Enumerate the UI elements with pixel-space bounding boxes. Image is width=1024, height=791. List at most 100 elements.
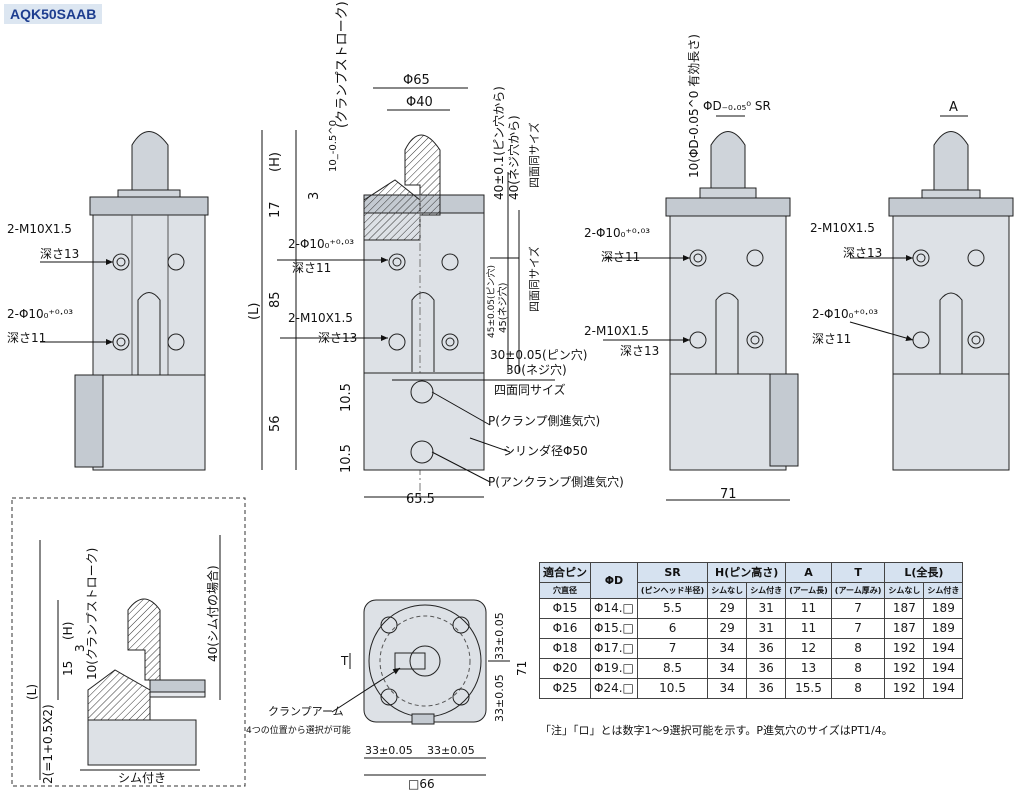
four-side-label-c: 四面同サイズ [494, 382, 566, 397]
h-label: (H) [268, 152, 283, 172]
shim-caption: シム付き [118, 771, 166, 785]
table-cell: Φ17.□ [590, 638, 638, 659]
table-cell: 10.5 [636, 678, 709, 699]
table-cell: 34 [707, 638, 748, 659]
square66-label: □66 [408, 777, 435, 791]
h-tolerance-label: 10_-0.5^0 [328, 120, 339, 172]
th-sub-t: (アーム厚み) [830, 582, 886, 599]
table-cell: Φ19.□ [590, 658, 638, 679]
dim-33-b: 33±0.05 [493, 674, 506, 722]
shim-l-label: (L) [25, 684, 39, 700]
m10-label-left: 2-M10X1.5 [7, 222, 72, 236]
p-clamp-label: P(クランプ側進気穴) [488, 413, 600, 428]
table-cell: Φ20 [539, 658, 591, 679]
four-side-label-a: 四面同サイズ [527, 122, 541, 188]
depth13-label-far: 深さ13 [843, 246, 882, 260]
table-cell: 192 [884, 678, 925, 699]
side-view-left [40, 131, 209, 471]
model-label: AQK50SAAB [4, 4, 103, 24]
table-cell: 36 [746, 638, 787, 659]
table-cell: 192 [884, 658, 925, 679]
th-sub-sr: (ピンヘッド半径) [636, 582, 709, 599]
th-phid: ΦD [590, 562, 638, 599]
ten5-label-a: 10.5 [339, 383, 354, 412]
table-cell: Φ25 [539, 678, 591, 699]
table-cell: 31 [746, 598, 787, 619]
th-sub-hole: 穴直径 [539, 582, 591, 599]
pin45-label: 45±0.05(ピン穴) [485, 265, 497, 338]
table-cell: 189 [923, 598, 964, 619]
table-cell: Φ15 [539, 598, 591, 619]
l-label: (L) [247, 303, 262, 320]
table-cell: 34 [707, 678, 748, 699]
shim-formula-label: 2(=1+0.5X2) [41, 704, 55, 784]
table-cell: 189 [923, 618, 964, 639]
table-cell: 187 [884, 598, 925, 619]
depth13-label-left: 深さ13 [40, 247, 79, 261]
m10-label-far: 2-M10X1.5 [810, 221, 875, 235]
side-view-right [603, 115, 799, 501]
shim-three-label: 3 [73, 644, 87, 652]
th-sub-h-shim: シム付き [746, 582, 787, 599]
table-cell: 31 [746, 618, 787, 639]
table-cell: 8 [830, 638, 886, 659]
th-a: A [785, 562, 832, 583]
th-t: T [830, 562, 886, 583]
w71-label: 71 [720, 487, 737, 502]
depth11-label-mid: 深さ11 [292, 261, 331, 275]
th-sub-h-noshim: シムなし [707, 582, 748, 599]
phi10-label-mid: 2-Φ10₀⁺⁰·⁰³ [288, 237, 354, 251]
table-cell: 6 [636, 618, 709, 639]
spec-table: 適合ピン ΦD SR H(ピン高さ) A T L(全長) 穴直径 (ピンヘッド半… [539, 562, 964, 699]
table-cell: 7 [830, 598, 886, 619]
table-cell: 7 [636, 638, 709, 659]
four-side-label-b: 四面同サイズ [527, 246, 541, 312]
table-cell: 8 [830, 658, 886, 679]
top-view [331, 599, 510, 776]
table-cell: 29 [707, 618, 748, 639]
th-h: H(ピン高さ) [707, 562, 787, 583]
fiftysix-label: 56 [268, 415, 283, 432]
side-view-far-right [849, 115, 1014, 471]
phi65-label: Φ65 [403, 73, 430, 88]
table-cell: 11 [785, 598, 832, 619]
a-dimension-label: A [949, 100, 958, 115]
shim-40-label: 40(シム付の場合) [205, 565, 220, 662]
screw30-label: 30(ネジ穴) [506, 362, 567, 377]
depth13-label-mid: 深さ13 [318, 331, 357, 345]
screw40-label: 40(ネジ穴から) [506, 115, 521, 200]
stroke-label: (クランプストローク) [335, 1, 350, 128]
th-l: L(全長) [884, 562, 964, 583]
depth11-label-far: 深さ11 [812, 332, 851, 346]
th-sub-l-noshim: シムなし [884, 582, 925, 599]
front-section-view [261, 87, 555, 500]
w655-label: 65.5 [406, 492, 435, 507]
table-cell: 194 [923, 658, 964, 679]
pin30-label: 30±0.05(ピン穴) [490, 347, 587, 362]
shim-h-label: (H) [61, 622, 75, 640]
effective-length-label: 10(ΦD-0.05^0 有効長さ) [686, 34, 701, 178]
ten5-label-b: 10.5 [339, 444, 354, 473]
m10-label-right: 2-M10X1.5 [584, 324, 649, 338]
dim-71-top: 71 [515, 661, 529, 676]
th-sub-a: (アーム長) [785, 582, 832, 599]
table-cell: 5.5 [636, 598, 709, 619]
table-cell: 29 [707, 598, 748, 619]
table-cell: Φ24.□ [590, 678, 638, 699]
phi40-label: Φ40 [406, 95, 433, 110]
m10-label-mid: 2-M10X1.5 [288, 311, 353, 325]
table-cell: 194 [923, 678, 964, 699]
shim-fifteen-label: 15 [61, 661, 75, 676]
phi10-label-right: 2-Φ10₀⁺⁰·⁰³ [584, 226, 650, 240]
table-cell: 12 [785, 638, 832, 659]
th-sr: SR [636, 562, 709, 583]
three-label: 3 [307, 192, 322, 200]
footnote: 「注」「ロ」とは数字1～9選択可能を示す。P進気穴のサイズはPT1/4。 [540, 724, 893, 737]
shim-detail-view [11, 497, 246, 787]
table-cell: 192 [884, 638, 925, 659]
table-cell: 8 [830, 678, 886, 699]
